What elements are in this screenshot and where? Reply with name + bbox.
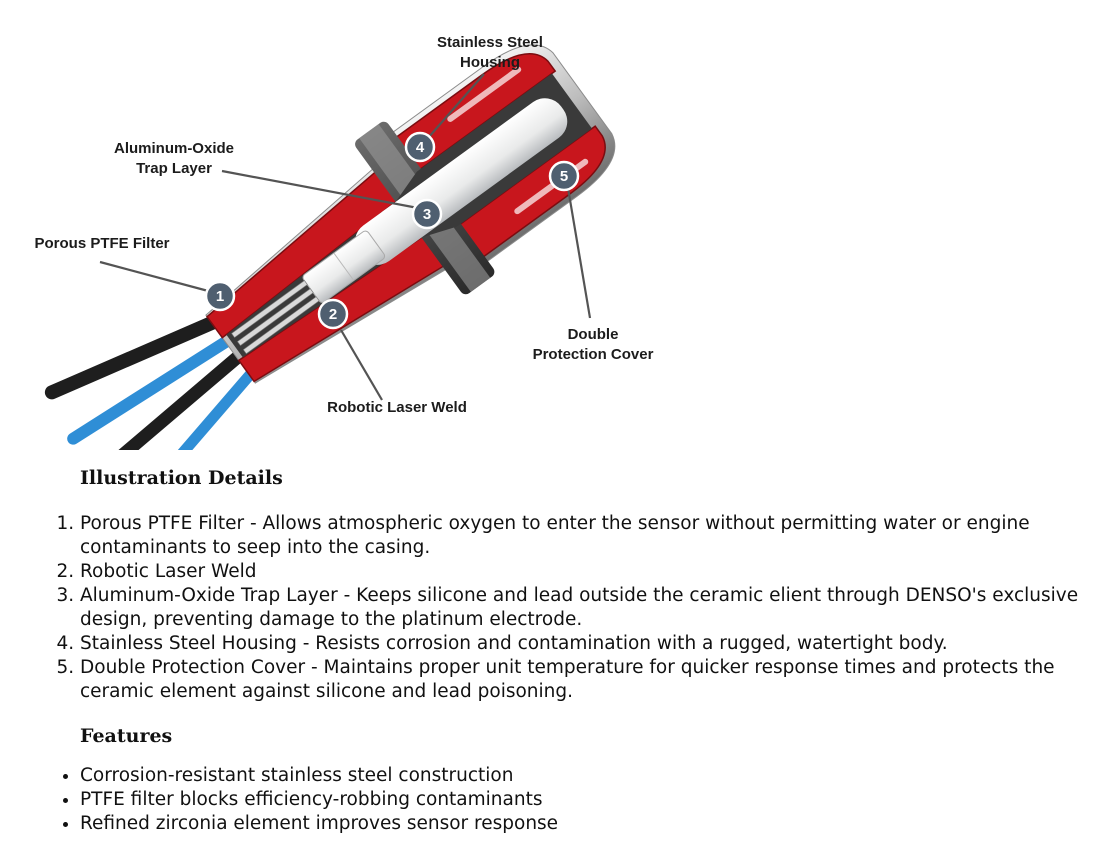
callout-badge-1: 1 xyxy=(204,280,236,312)
features-list: Corrosion-resistant stainless steel cons… xyxy=(0,764,1101,836)
illustration-details-heading: Illustration Details xyxy=(80,467,283,489)
callout-labels: Porous PTFE Filter Robotic Laser Weld Al… xyxy=(34,34,653,416)
svg-text:5: 5 xyxy=(560,168,568,185)
detail-item: Aluminum-Oxide Trap Layer - Keeps silico… xyxy=(80,584,1101,632)
terminal-pins xyxy=(231,280,320,355)
callout-badge-5: 5 xyxy=(548,160,580,192)
callout-label-1: Porous PTFE Filter xyxy=(34,235,169,252)
svg-text:1: 1 xyxy=(216,288,224,305)
callout-badge-3: 3 xyxy=(411,198,443,230)
callout-badge-4: 4 xyxy=(404,131,436,163)
feature-item: Corrosion-resistant stainless steel cons… xyxy=(80,764,1101,788)
svg-text:3: 3 xyxy=(423,206,431,223)
detail-item: Stainless Steel Housing - Resists corros… xyxy=(80,632,1101,656)
ceramic-element xyxy=(355,98,568,265)
feature-item: PTFE filter blocks efficiency-robbing co… xyxy=(80,788,1101,812)
features-heading: Features xyxy=(80,725,173,747)
sensor-cables xyxy=(44,311,262,450)
callout-label-2: Robotic Laser Weld xyxy=(327,399,467,416)
detail-item: Robotic Laser Weld xyxy=(80,560,1101,584)
leader-lines xyxy=(99,73,592,401)
callout-badge-2: 2 xyxy=(317,298,349,330)
illustration-details-list: Porous PTFE Filter - Allows atmospheric … xyxy=(0,512,1101,704)
detail-item: Porous PTFE Filter - Allows atmospheric … xyxy=(80,512,1101,560)
sensor-cutaway-diagram: Porous PTFE Filter Robotic Laser Weld Al… xyxy=(34,34,654,450)
svg-text:4: 4 xyxy=(416,139,425,156)
feature-item: Refined zirconia element improves sensor… xyxy=(80,812,1101,836)
details-section: Illustration Details Porous PTFE Filter … xyxy=(0,462,1101,836)
callout-badges: 1 2 3 4 5 xyxy=(204,131,580,330)
detail-item: Double Protection Cover - Maintains prop… xyxy=(80,656,1101,704)
svg-text:2: 2 xyxy=(329,306,337,323)
sensor-body xyxy=(44,44,616,450)
